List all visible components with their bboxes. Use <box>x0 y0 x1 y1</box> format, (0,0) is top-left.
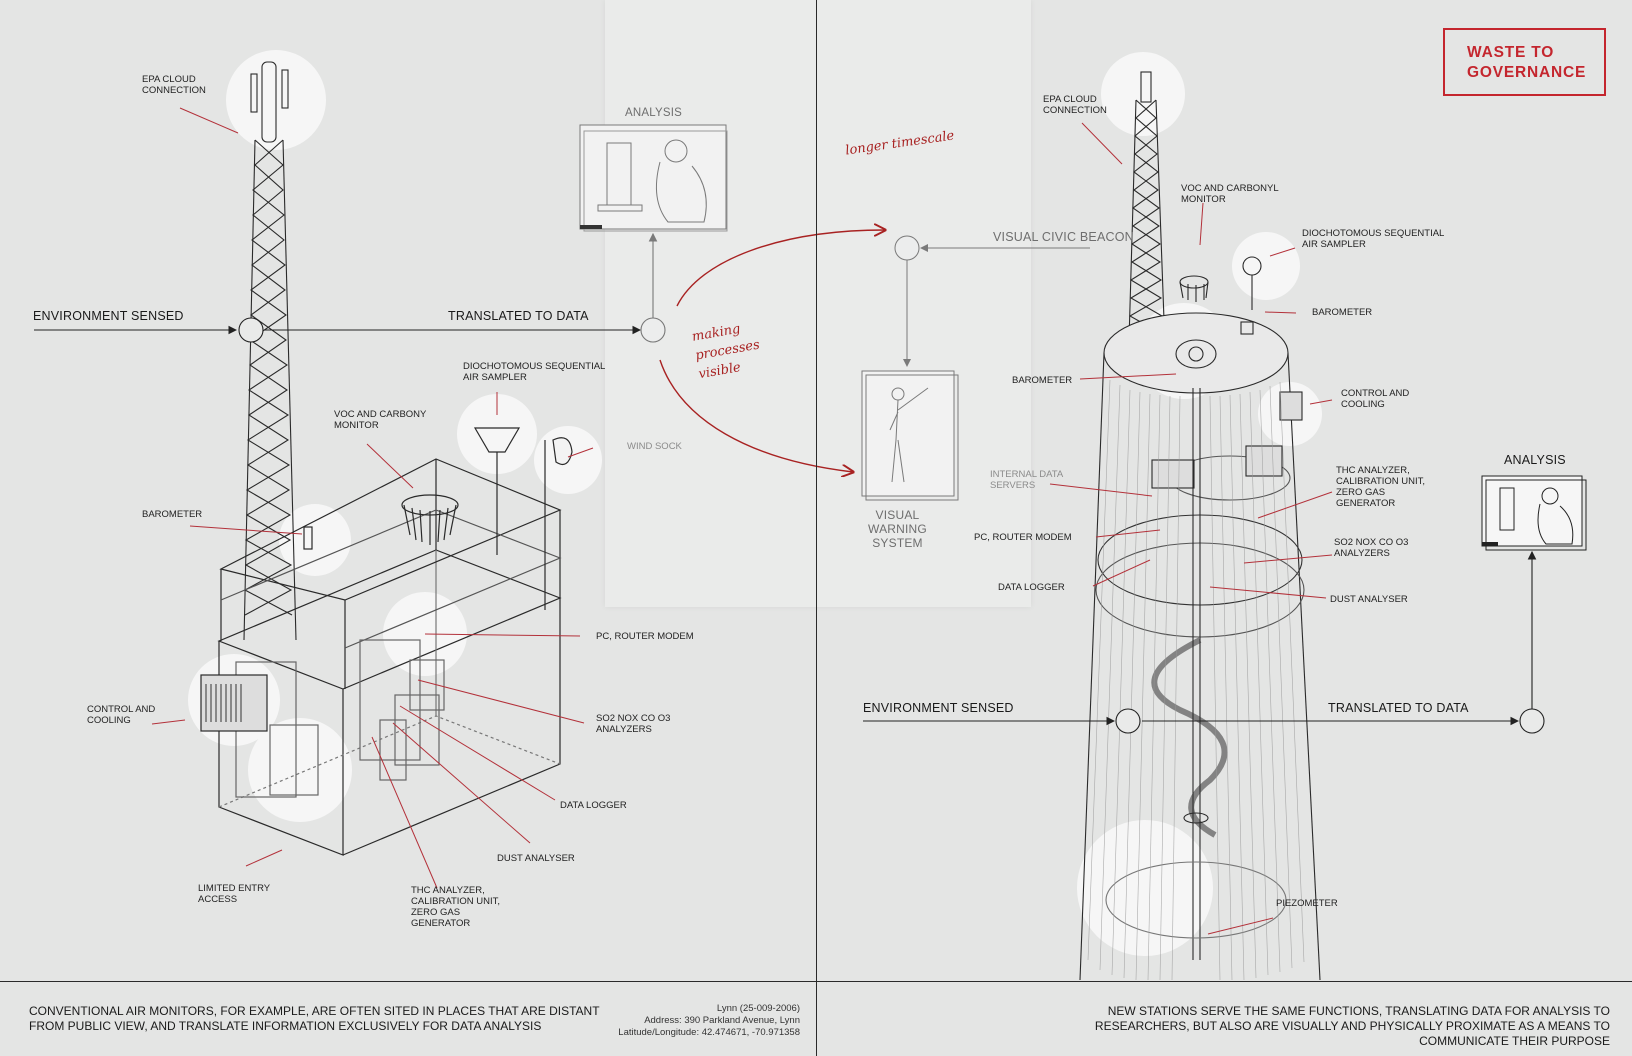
right-analysis-label: ANALYSIS <box>1504 453 1566 467</box>
visual-civic-beacon-label: VISUAL CIVIC BEACON <box>993 230 1134 244</box>
label-right-thc-analyzer: THC ANALYZER, CALIBRATION UNIT, ZERO GAS… <box>1336 465 1426 509</box>
right-tower-curtain <box>1087 379 1305 981</box>
handwritten-arrows <box>659 230 885 472</box>
label-air-sampler: DIOCHOTOMOUS SEQUENTIAL AIR SAMPLER <box>463 361 606 383</box>
label-right-piezometer: PIEZOMETER <box>1276 898 1338 909</box>
address-line-1: Lynn (25-009-2006) <box>716 1003 800 1014</box>
left-analysis-label: ANALYSIS <box>625 107 682 119</box>
note-making-processes-visible: making processes visible <box>690 321 761 383</box>
label-right-air-sampler: DIOCHOTOMOUS SEQUENTIAL AIR SAMPLER <box>1302 228 1445 250</box>
left-environment-sensed: ENVIRONMENT SENSED <box>33 309 184 323</box>
label-right-barometer-top: BAROMETER <box>1312 307 1373 318</box>
left-flow-lines <box>34 232 666 343</box>
waste-to-governance-logo: WASTE TO GOVERNANCE <box>1443 28 1606 96</box>
label-voc-monitor: VOC AND CARBONY MONITOR <box>334 409 427 431</box>
label-data-logger: DATA LOGGER <box>560 800 627 811</box>
label-wind-sock: WIND SOCK <box>627 441 682 452</box>
left-translated-to-data: TRANSLATED TO DATA <box>448 309 589 323</box>
label-right-pc-router: PC, ROUTER MODEM <box>974 532 1072 543</box>
middle-flow <box>861 235 1090 501</box>
right-leader-lines <box>1049 122 1333 935</box>
footer-divider <box>0 981 1632 982</box>
label-right-data-logger: DATA LOGGER <box>998 582 1065 593</box>
label-so2-analyzers: SO2 NOx CO O3 ANALYZERS <box>596 713 671 735</box>
label-right-barometer: BAROMETER <box>1012 375 1073 386</box>
label-control-cooling: CONTROL AND COOLING <box>87 704 156 726</box>
label-limited-entry: LIMITED ENTRY ACCESS <box>198 883 271 905</box>
label-thc-analyzer: THC ANALYZER, CALIBRATION UNIT, ZERO GAS… <box>411 885 501 929</box>
address-line-3: Latitude/Longitude: 42.474671, -70.97135… <box>618 1027 800 1038</box>
right-translated-to-data: TRANSLATED TO DATA <box>1328 701 1469 715</box>
label-pc-router: PC, ROUTER MODEM <box>596 631 694 642</box>
analysis-illustration-left <box>579 124 728 232</box>
label-right-control-cooling: CONTROL AND COOLING <box>1341 388 1410 410</box>
right-environment-sensed: ENVIRONMENT SENSED <box>863 701 1014 715</box>
label-right-voc-monitor: VOC AND CARBONYL MONITOR <box>1181 183 1279 205</box>
tracing-paper-overlay <box>605 0 1031 607</box>
analysis-illustration-right <box>1481 475 1587 551</box>
center-divider <box>816 0 817 1056</box>
left-address-block: Lynn (25-009-2006) Address: 390 Parkland… <box>590 1003 800 1039</box>
right-caption: NEW STATIONS SERVE THE SAME FUNCTIONS, T… <box>1094 1004 1610 1048</box>
label-barometer: BAROMETER <box>142 509 203 520</box>
left-leader-lines <box>151 107 594 889</box>
label-right-dust-analyser: DUST ANALYSER <box>1330 594 1408 605</box>
right-tower-body <box>1079 256 1321 981</box>
label-dust-analyser: DUST ANALYSER <box>497 853 575 864</box>
label-right-internal-servers: INTERNAL DATA SERVERS <box>990 469 1064 491</box>
address-line-2: Address: 390 Parkland Avenue, Lynn <box>644 1015 800 1026</box>
visual-warning-system-label: VISUAL WARNING SYSTEM <box>868 508 927 550</box>
logo-line-1: WASTE TO <box>1467 44 1555 61</box>
label-right-so2-analyzers: SO2 NOx CO O3 ANALYZERS <box>1334 537 1409 559</box>
label-epa-cloud: EPA CLOUD CONNECTION <box>142 74 206 96</box>
right-flow-lines <box>863 550 1545 734</box>
logo-line-2: GOVERNANCE <box>1467 64 1587 81</box>
label-right-epa-cloud: EPA CLOUD CONNECTION <box>1043 94 1107 116</box>
left-caption: CONVENTIONAL AIR MONITORS, FOR EXAMPLE, … <box>29 1004 600 1033</box>
